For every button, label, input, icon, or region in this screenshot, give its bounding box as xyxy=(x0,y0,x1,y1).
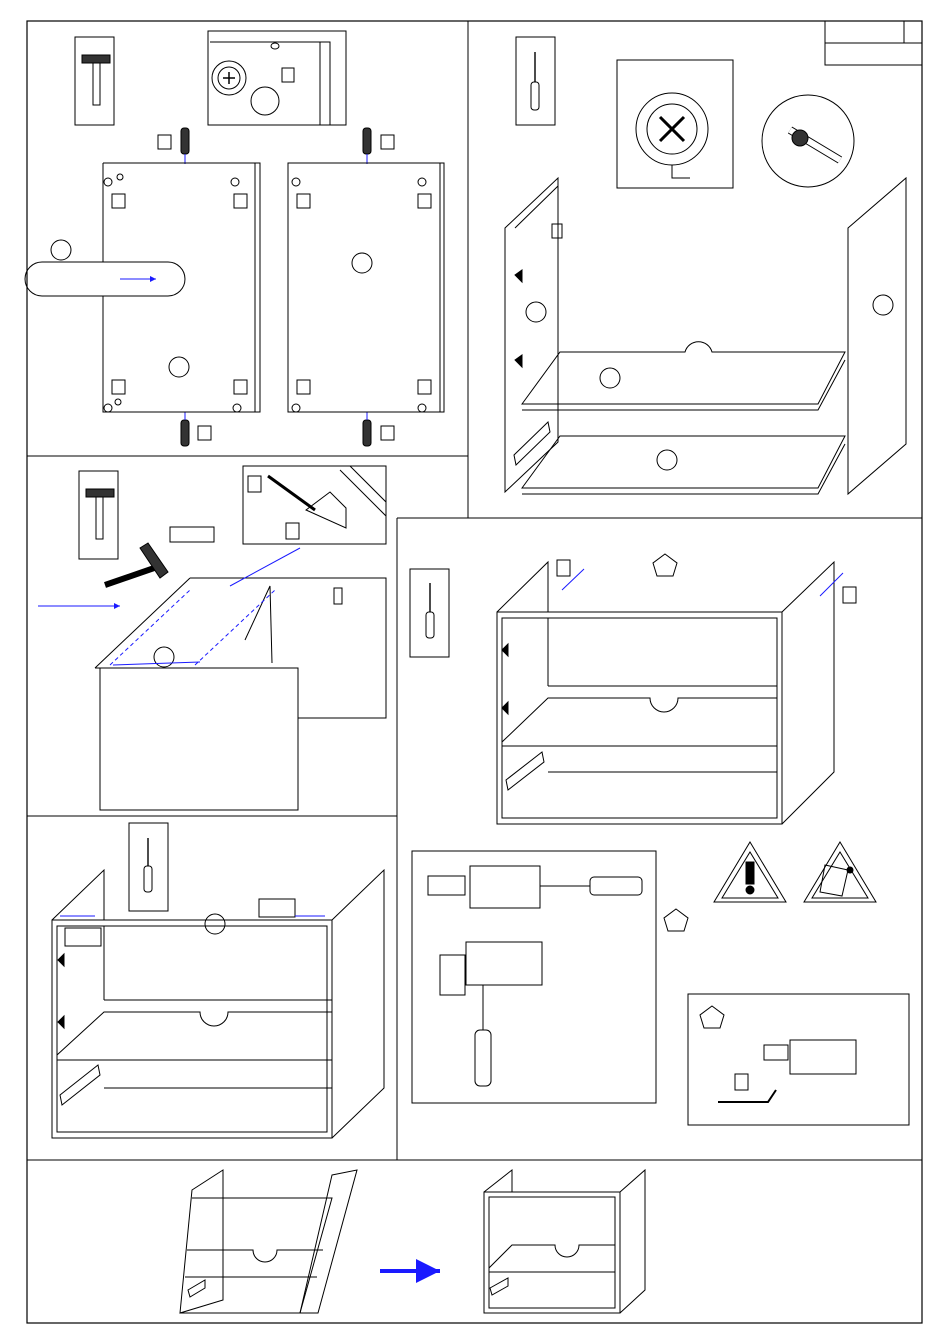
screwdriver-icon xyxy=(516,37,555,125)
screwdriver-icon xyxy=(129,823,168,911)
step-panel-5 xyxy=(410,554,909,1125)
screwdriver-detail-circle xyxy=(762,95,854,187)
shelf-with-cutout xyxy=(522,342,845,410)
cabinet-carcass xyxy=(52,870,384,1138)
bottom-shelf xyxy=(514,422,845,494)
wall-fixing-detail xyxy=(688,994,909,1125)
step-panel-2 xyxy=(505,37,906,494)
cabinet-tilted xyxy=(180,1170,357,1313)
warning-exclamation-icon xyxy=(714,842,786,902)
screw-head-detail xyxy=(617,60,733,188)
assembled-cabinet xyxy=(497,562,834,824)
side-panel-right xyxy=(288,163,444,412)
back-panel xyxy=(95,578,386,810)
screwdriver-icon xyxy=(410,569,449,657)
nail-detail xyxy=(243,466,386,544)
dowel-icon xyxy=(181,128,371,446)
step-panel-6 xyxy=(180,1170,645,1313)
cabinet-side-right xyxy=(848,178,906,494)
step-panel-3 xyxy=(38,466,386,810)
title-block xyxy=(825,21,922,65)
cam-lock-detail xyxy=(208,31,346,125)
drawer-runner-detail xyxy=(412,851,656,1103)
side-panel-left xyxy=(25,163,260,412)
step-panel-4 xyxy=(52,823,384,1138)
page-frame xyxy=(27,21,922,1323)
pentagon-marker xyxy=(653,554,677,576)
hammer-striking-icon xyxy=(105,543,168,585)
hammer-icon xyxy=(79,471,118,559)
cabinet-upright xyxy=(484,1170,645,1313)
warning-tipping-icon xyxy=(804,842,876,902)
hammer-icon xyxy=(75,37,114,125)
step-panel-1 xyxy=(25,31,444,446)
pentagon-marker xyxy=(664,909,688,931)
